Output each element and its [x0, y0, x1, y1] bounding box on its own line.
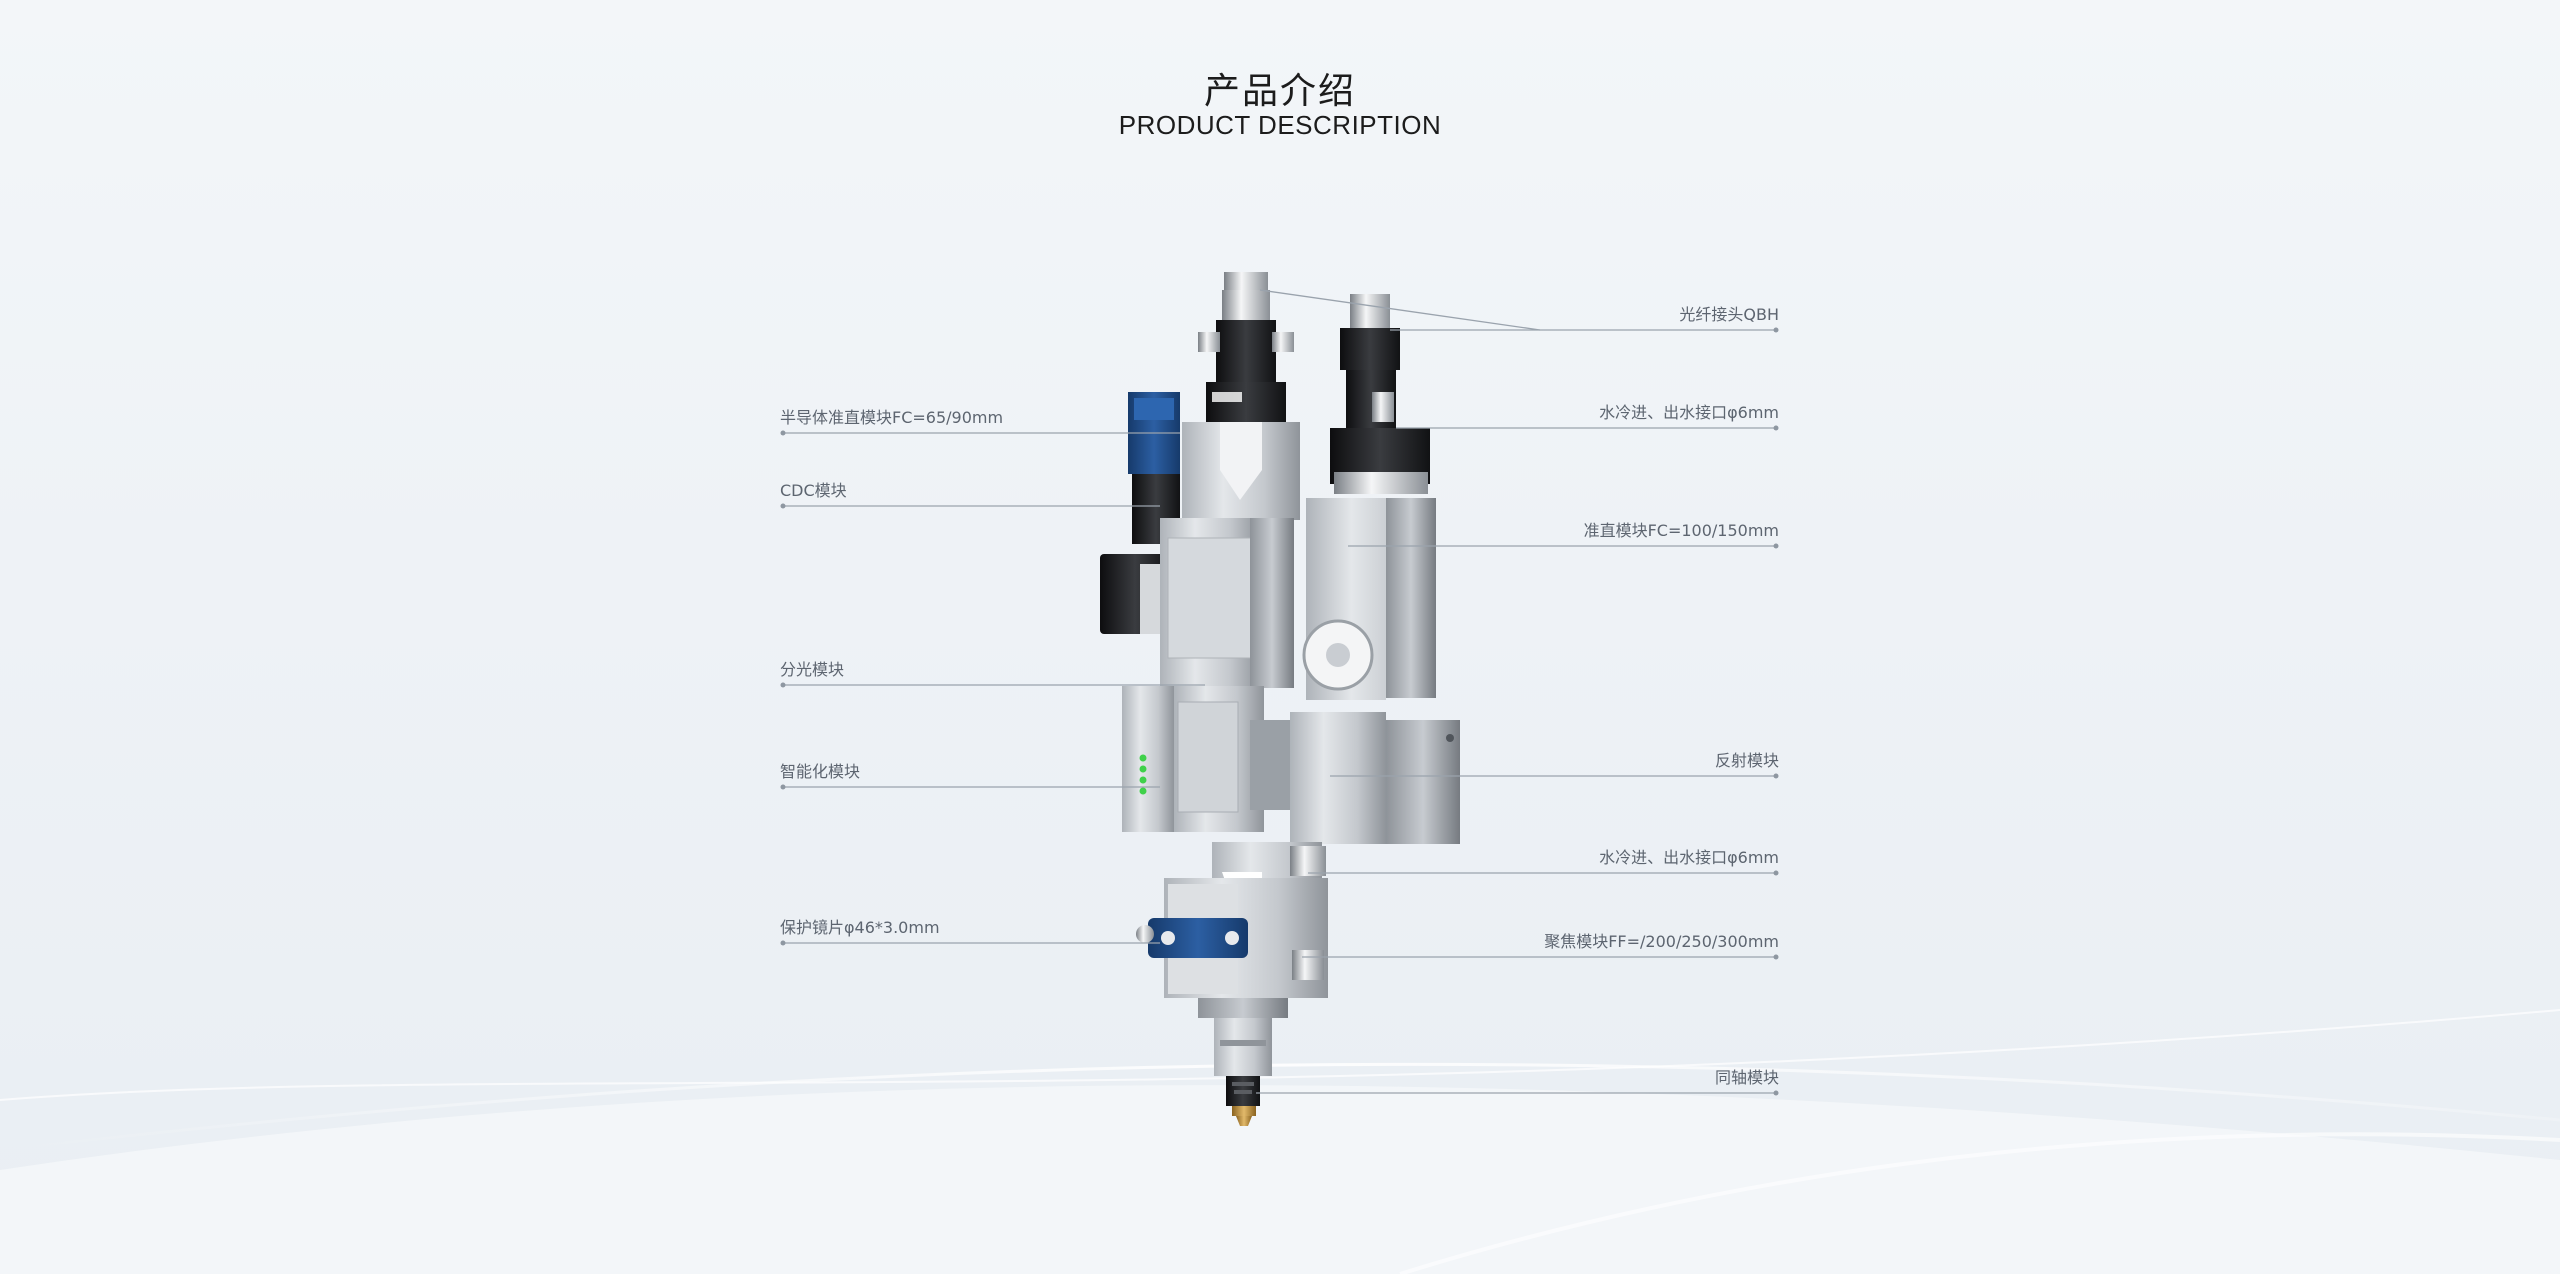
label-water-cooling-lower: 水冷进、出水接口φ6mm — [1599, 848, 1779, 867]
label-beam-splitter: 分光模块 — [780, 660, 845, 679]
label-coaxial: 同轴模块 — [1714, 1068, 1779, 1087]
page-title: 产品介绍 — [1203, 71, 1356, 112]
label-smart-module: 智能化模块 — [780, 762, 861, 781]
label-collimator: 准直模块FC=100/150mm — [1583, 521, 1779, 540]
label-cdc-module: CDC模块 — [780, 481, 847, 500]
label-fiber-connector: 光纤接头QBH — [1679, 305, 1779, 324]
label-protective-lens: 保护镜片φ46*3.0mm — [780, 918, 940, 937]
label-water-cooling-upper: 水冷进、出水接口φ6mm — [1599, 403, 1779, 422]
label-focusing: 聚焦模块FF=/200/250/300mm — [1544, 932, 1779, 951]
label-semiconductor-collimator: 半导体准直模块FC=65/90mm — [780, 408, 1004, 427]
label-reflection: 反射模块 — [1714, 751, 1779, 770]
left-qbh-connector — [1198, 272, 1294, 422]
right-qbh-connector — [1330, 294, 1430, 494]
page-subtitle: PRODUCT DESCRIPTION — [1118, 110, 1442, 140]
